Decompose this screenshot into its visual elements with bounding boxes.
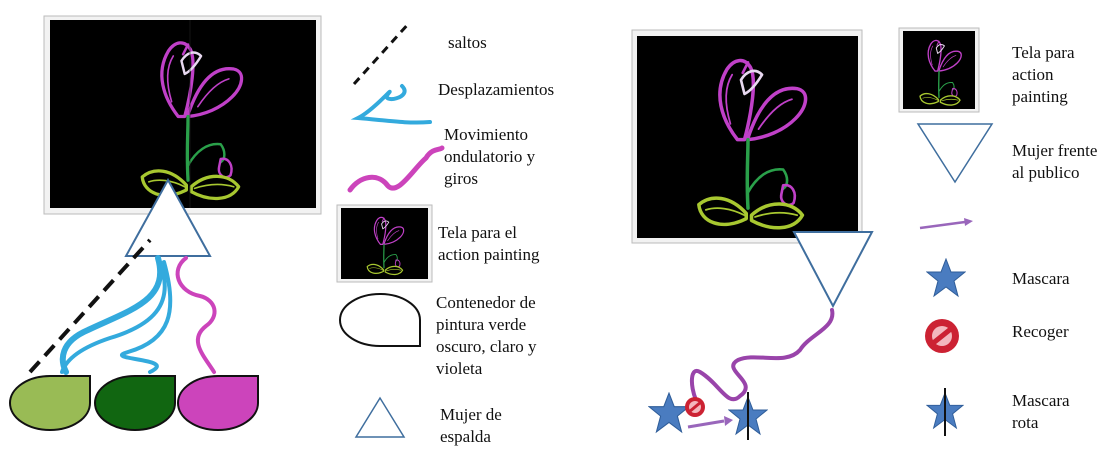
legend-woman-front-icon (916, 123, 994, 184)
legend-right-canvas-label: Tela para action painting (1012, 43, 1075, 106)
legend-left-icons (336, 20, 445, 438)
paint-container-violet (176, 375, 259, 431)
legend-jumps-label: saltos (448, 33, 487, 52)
right-bottom-symbols (648, 392, 768, 440)
jump-path-dashed (28, 238, 152, 374)
legend-broken-mask-icon (926, 388, 964, 436)
legend-displacement-icon (350, 84, 432, 125)
right-wave-path (689, 308, 835, 402)
legend-wave-icon (347, 145, 445, 193)
legend-pickup-label: Recoger (1012, 322, 1069, 341)
legend-broken-mask-label: Mascara rota (1012, 391, 1070, 432)
legend-displacements-label: Desplazamientos (438, 80, 555, 99)
legend-container-label: Contenedor de pintura verde oscuro, clar… (436, 293, 537, 378)
left-paths (28, 238, 217, 375)
legend-recoger-icon (925, 319, 959, 353)
legend-mask-icon (926, 258, 966, 297)
legend-arrow-icon (919, 218, 973, 230)
mask-star (648, 392, 690, 433)
arrow-icon-small (687, 416, 733, 429)
legend-right-icons (898, 27, 994, 436)
legend-canvas-icon (336, 204, 433, 283)
paint-containers (8, 375, 259, 431)
legend-wave-turns-label: Movimiento ondulatorio y giros (444, 125, 536, 188)
legend-canvas-label: Tela para el action painting (438, 223, 540, 264)
paint-container-light-green (8, 375, 91, 431)
legend-container-icon (339, 293, 421, 347)
legend-woman-back-label: Mujer de espalda (440, 405, 502, 446)
displacement-path-3 (119, 260, 173, 374)
recoger-icon-small (685, 397, 705, 417)
legend-right-canvas-icon (898, 27, 980, 113)
displacement-path-1 (59, 255, 163, 375)
legend-mask-label: Mascara (1012, 269, 1070, 288)
left-canvas-frame (43, 15, 322, 215)
dancer-back-triangle (124, 177, 212, 257)
right-canvas-frame (631, 29, 863, 244)
dancer-front-triangle (792, 231, 874, 309)
wave-path (175, 256, 217, 374)
displacement-path-2 (60, 260, 167, 374)
legend-woman-front-label: Mujer frente al publico (1012, 141, 1098, 182)
broken-mask-star (728, 392, 768, 440)
paint-container-dark-green (93, 375, 176, 431)
legend-jump-icon (352, 20, 412, 86)
legend-woman-back-icon (354, 396, 406, 438)
